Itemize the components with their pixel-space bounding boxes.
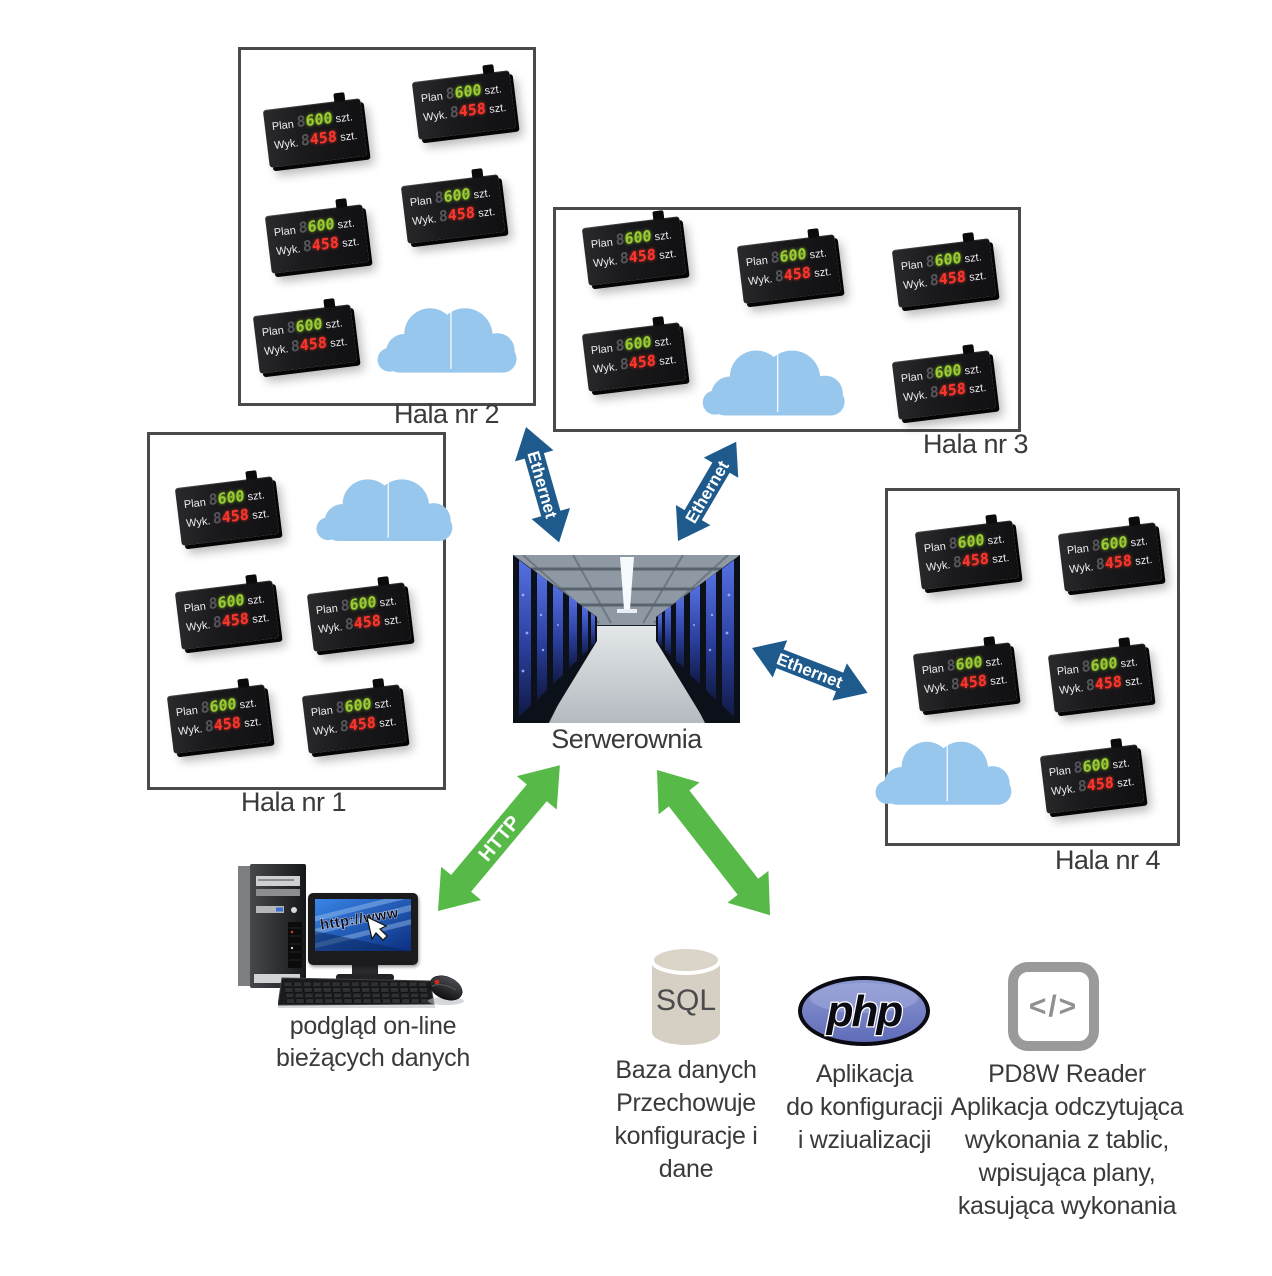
reader-caption: PD8W Reader Aplikacja odczytująca wykona… <box>942 1058 1192 1223</box>
php-logo: php <box>798 976 930 1046</box>
caption-line: kasująca wykonania <box>957 1192 1177 1220</box>
ethernet-label: Ethernet <box>682 457 733 526</box>
caption-line: Aplikacja odczytująca <box>950 1093 1184 1121</box>
ethernet-label: Ethernet <box>774 650 845 693</box>
caption-line: Baza danych <box>615 1056 757 1084</box>
workstation-caption: podgląd on-line bieżących danych <box>243 1010 503 1074</box>
caption-line: PD8W Reader <box>988 1060 1146 1088</box>
mouse <box>428 975 464 1005</box>
caption-line: podgląd on-line <box>289 1012 457 1040</box>
hall-box-1 <box>147 432 446 790</box>
caption-line: Przechowuje <box>616 1089 756 1117</box>
server-caption: Serwerownia <box>551 724 702 754</box>
hall-label-4: Hala nr 4 <box>1054 845 1161 875</box>
keyboard <box>278 977 436 1008</box>
ethernet-label: Ethernet <box>523 449 560 521</box>
caption-line: bieżących danych <box>276 1044 470 1072</box>
http-label: HTTP <box>475 812 525 866</box>
hall-box-4 <box>885 488 1180 846</box>
double-arrow <box>752 640 868 701</box>
browser-screen: http://www <box>315 899 411 951</box>
caption-line: wykonania z tablic, <box>964 1126 1170 1154</box>
database-caption: Baza danych Przechowuje konfiguracje i d… <box>591 1054 781 1186</box>
code-glyph: </> <box>1028 989 1079 1023</box>
code-reader-icon: </> <box>1008 962 1099 1051</box>
cursor-icon <box>366 915 388 941</box>
monitor: http://www <box>308 893 418 965</box>
hall-label-3: Hala nr 3 <box>922 429 1029 459</box>
caption-line: Aplikacja <box>815 1060 914 1088</box>
monitor-base <box>336 974 394 981</box>
php-label: php <box>826 987 903 1036</box>
sql-database-icon: SQL <box>650 945 722 1045</box>
hall-label-2: Hala nr 2 <box>393 399 500 429</box>
caption-line: dane <box>658 1155 714 1183</box>
caption-line: wpisująca plany, <box>978 1159 1156 1187</box>
server-room-photo <box>513 555 740 723</box>
sql-label: SQL <box>656 984 716 1017</box>
php-caption: Aplikacja do konfiguracji i wziualizacji <box>767 1058 962 1157</box>
ethernet-arrow-hall4: Ethernet <box>752 640 868 701</box>
double-arrow <box>657 770 771 916</box>
hall-box-3 <box>553 207 1021 432</box>
data-arrow <box>657 770 771 916</box>
monitor-stand <box>352 964 378 976</box>
hall-box-2 <box>238 47 536 406</box>
pc-tower <box>238 864 306 988</box>
caption-line: do konfiguracji <box>786 1093 943 1121</box>
caption-line: konfiguracje i <box>614 1122 758 1150</box>
hall-label-1: Hala nr 1 <box>240 787 347 817</box>
caption-line: i wziualizacji <box>797 1126 932 1154</box>
